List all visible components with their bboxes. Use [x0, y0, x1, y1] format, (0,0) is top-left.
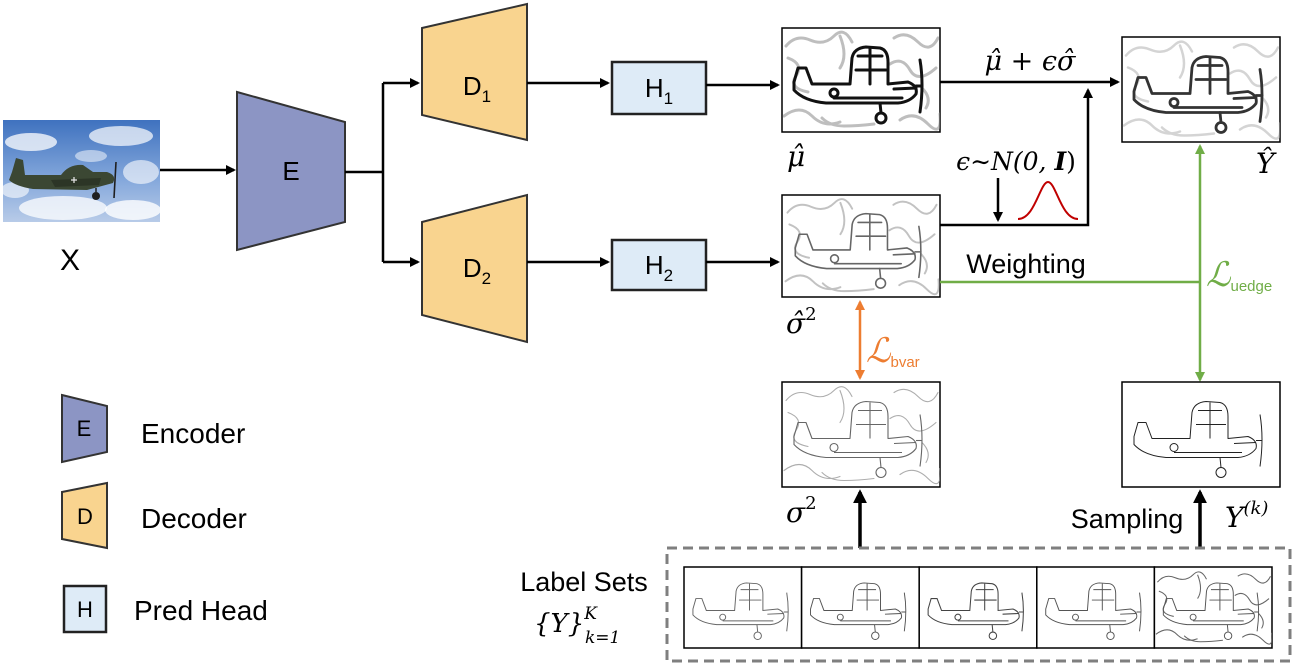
- y-k-frame: [1121, 381, 1281, 488]
- decoder-1-block: [421, 2, 528, 142]
- cloud: [19, 196, 107, 220]
- noise-prefix: ϵ∼N(0,: [956, 147, 1054, 176]
- sigma-sq-frame: [781, 381, 941, 488]
- noise-suffix: ): [1066, 147, 1076, 176]
- y-k-superscript: (k): [1243, 498, 1268, 519]
- label-set-frame: [1036, 566, 1156, 649]
- uedge-loss-subscript: uedge: [1231, 278, 1273, 295]
- legend: E Encoder D Decoder H Pred Head: [61, 393, 268, 634]
- head-2-letter: H: [645, 250, 664, 280]
- legend-head-label: Pred Head: [134, 595, 268, 626]
- bvar-loss-subscript: bvar: [891, 354, 920, 371]
- sigma-hat-edge-map: [781, 194, 941, 298]
- label-set-row: [683, 566, 1273, 649]
- airplane-silhouette: [9, 158, 117, 200]
- label-sets-superscript: K: [583, 604, 598, 624]
- cloud: [105, 200, 161, 220]
- decoder-2-letter: D: [463, 253, 482, 283]
- cloud: [75, 150, 107, 162]
- legend-encoder-icon: [61, 393, 108, 464]
- decoder-2-subscript: 2: [482, 269, 491, 288]
- noise-distribution-label: ϵ∼N(0, I): [956, 147, 1076, 176]
- label-sets-base: {Y}: [534, 609, 584, 639]
- airplane-wheel: [92, 192, 100, 200]
- label-sets-dashed-box: [665, 546, 1292, 663]
- bvar-loss-label: ℒbvar: [866, 331, 920, 371]
- legend-decoder-label: Decoder: [141, 503, 247, 534]
- label-set-frame: [800, 566, 920, 649]
- sampling-label: Sampling: [1071, 504, 1184, 534]
- cloud: [5, 133, 57, 151]
- head-2-block: [610, 238, 708, 292]
- label-set-item: [683, 566, 803, 649]
- label-sets-subscript: k=1: [585, 628, 620, 648]
- sigma-hat-label: σ̂2: [786, 304, 817, 340]
- noise-identity-bold: I: [1053, 147, 1067, 176]
- head-1-letter: H: [645, 73, 664, 103]
- y-hat-label: Ŷ: [1256, 147, 1277, 180]
- airplane-wing: [51, 178, 101, 187]
- decoder-1-label: D1: [463, 71, 491, 106]
- mu-hat-edge-map: [781, 27, 941, 133]
- y-k-edge-map: [1121, 381, 1281, 488]
- input-label: X: [60, 244, 80, 277]
- decoder-1-letter: D: [463, 71, 482, 101]
- encoder-output-line: [345, 83, 385, 262]
- y-k-base: Y: [1225, 501, 1246, 534]
- input-photo: [1, 120, 161, 222]
- decoder-1-subscript: 1: [482, 87, 491, 106]
- airplane-propeller: [113, 161, 117, 199]
- head-1-label: H1: [645, 73, 673, 108]
- label-set-item: [918, 566, 1038, 649]
- clouds: [1, 126, 161, 220]
- label-set-frame: [1153, 566, 1273, 649]
- sigma-sq-label: σ2: [786, 493, 817, 529]
- sigma-sq-edge-map: [781, 381, 941, 488]
- legend-encoder-label: Encoder: [141, 418, 245, 449]
- decoder-2-label: D2: [463, 253, 491, 288]
- label-set-frame: [918, 566, 1038, 649]
- decoder-2-block: [421, 193, 528, 344]
- legend-head-letter: H: [77, 597, 93, 622]
- mu-hat-label: μ̂: [787, 140, 805, 173]
- legend-encoder-letter: E: [77, 416, 92, 441]
- label-set-item: [800, 566, 920, 649]
- y-k-label: Y(k): [1225, 498, 1268, 534]
- encoder-label: E: [282, 156, 299, 186]
- label-set-item: [1153, 566, 1273, 649]
- uedge-loss-label: ℒuedge: [1206, 255, 1272, 295]
- sigma-sq-superscript: 2: [805, 493, 816, 514]
- sigma-hat-superscript: 2: [805, 304, 816, 325]
- legend-decoder-letter: D: [77, 504, 93, 529]
- sigma-hat-frame: [781, 194, 941, 298]
- bvar-loss-symbol: ℒ: [866, 331, 892, 371]
- sigma-sq-base: σ: [786, 496, 806, 529]
- sigma-hat-base: σ̂: [786, 307, 806, 340]
- cloud: [89, 126, 153, 146]
- encoder-block: [236, 90, 346, 252]
- uedge-loss-symbol: ℒ: [1206, 255, 1232, 295]
- label-set-item: [1036, 566, 1156, 649]
- head-2-label: H2: [645, 250, 673, 285]
- label-set-frame: [683, 566, 803, 649]
- airplane-emblem: [71, 177, 77, 183]
- head-2-subscript: 2: [664, 266, 673, 285]
- head-1-block: [610, 60, 708, 116]
- gaussian-curve-icon: [1017, 180, 1079, 220]
- legend-head-icon: [62, 584, 108, 634]
- cloud: [123, 160, 159, 184]
- head-1-subscript: 1: [664, 89, 673, 108]
- label-sets-title: Label Sets: [520, 567, 648, 597]
- arrow-sigma-hat-to-sum: [940, 88, 1093, 227]
- reparam-expression: μ̂ + ϵσ̂: [985, 46, 1077, 77]
- legend-decoder-icon: [61, 481, 108, 550]
- y-hat-edge-map: [1121, 36, 1281, 143]
- weighting-label: Weighting: [966, 249, 1086, 279]
